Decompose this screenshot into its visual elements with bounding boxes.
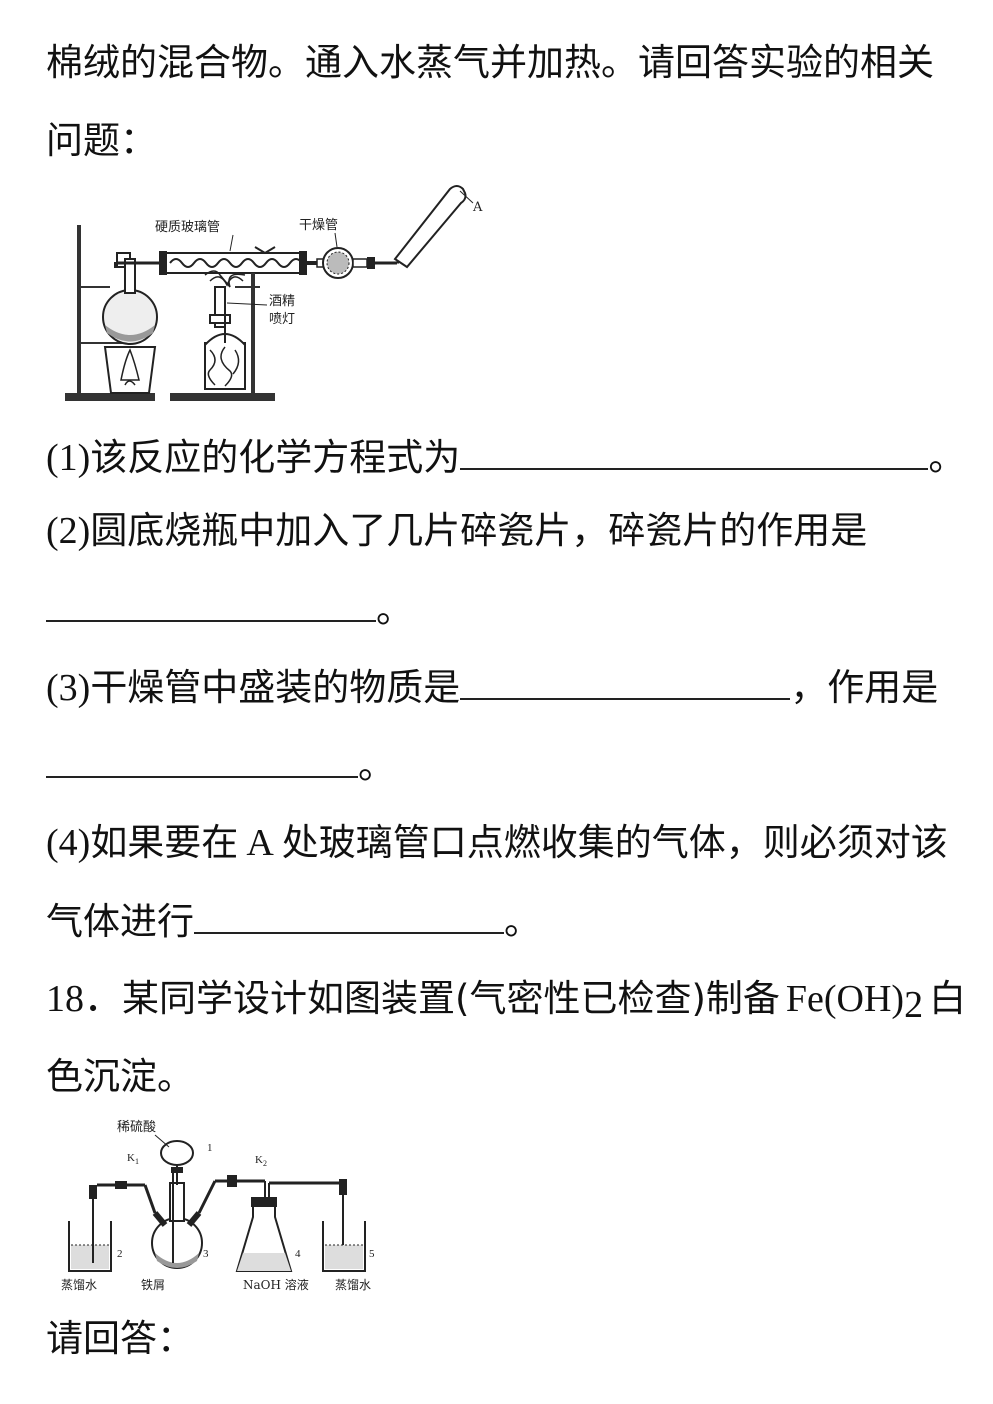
answer-blank-3a[interactable] [460, 668, 791, 700]
label-lamp-2: 喷灯 [269, 312, 295, 327]
question-18-text-a: 某同学设计如图装置(气密性已检查)制备 [122, 977, 780, 1020]
question-1-text: 该反应的化学方程式为 [90, 436, 461, 479]
question-2-answer-line: 。 [46, 590, 413, 628]
apparatus-figure-1: 硬质玻璃管 干燥管 A 酒精 喷灯 [65, 185, 483, 401]
label-A: A [472, 200, 483, 215]
question-18-formula: Fe(OH) [785, 978, 905, 1020]
question-1: (1)该反应的化学方程式为 。 [46, 438, 965, 477]
answer-prompt: 请回答： [46, 1317, 194, 1360]
intro-line-1: 棉绒的混合物。通入水蒸气并加热。请回答实验的相关 [46, 41, 934, 84]
question-3: (3)干燥管中盛装的物质是 ，作用是 [46, 668, 938, 707]
question-2-number: (2) [46, 510, 91, 552]
question-2-text: 圆底烧瓶中加入了几片碎瓷片，碎瓷片的作用是 [90, 509, 868, 552]
label-k2-sub: 2 [263, 1159, 267, 1168]
label-distilled-water-right: 蒸馏水 [335, 1278, 371, 1292]
question-18-text-b: 白 [929, 977, 967, 1020]
label-drying-tube: 干燥管 [299, 218, 338, 233]
question-1-number: (1) [46, 437, 91, 479]
label-dilute-sulfuric-acid: 稀硫酸 [117, 1120, 156, 1135]
question-1-end: 。 [928, 436, 966, 479]
question-2-end: 。 [376, 588, 413, 631]
label-number-5: 5 [369, 1248, 375, 1260]
label-hard-glass-tube: 硬质玻璃管 [155, 220, 220, 235]
label-number-1: 1 [207, 1142, 213, 1154]
answer-blank-4[interactable] [194, 902, 504, 934]
label-naoh-solution: NaOH 溶液 [243, 1277, 309, 1292]
label-number-2: 2 [117, 1248, 123, 1260]
question-18-subscript: 2 [904, 984, 924, 1026]
question-3-mid: ，作用是 [790, 666, 939, 709]
question-18-line-2: 色沉淀。 [46, 1055, 194, 1098]
label-k1-sub: 1 [135, 1157, 139, 1166]
question-4-text-b: 处玻璃管口点燃收集的气体，则必须对该 [281, 821, 948, 864]
answer-blank-1[interactable] [460, 438, 929, 470]
apparatus-figure-2: 稀硫酸 K 1 K 2 1 2 3 4 5 蒸馏水 铁屑 NaOH 溶液 蒸馏水 [61, 1120, 375, 1292]
question-3-end: 。 [358, 744, 395, 787]
label-k1: K [127, 1152, 135, 1164]
label-iron-filings: 铁屑 [141, 1278, 165, 1292]
intro-line-2: 问题： [46, 119, 157, 162]
question-3-number: (3) [46, 667, 91, 709]
label-k2: K [255, 1154, 263, 1166]
question-4-answer-line: 气体进行 。 [46, 902, 541, 940]
answer-blank-3b[interactable] [46, 746, 358, 778]
label-distilled-water-left: 蒸馏水 [61, 1278, 97, 1292]
question-3-text: 干燥管中盛装的物质是 [90, 666, 461, 709]
question-4-letter: A [246, 822, 274, 864]
label-number-3: 3 [203, 1248, 209, 1260]
question-4-number: (4) [46, 822, 91, 864]
question-4-end: 。 [504, 900, 541, 943]
question-3-answer-line: 。 [46, 746, 395, 784]
label-lamp-1: 酒精 [269, 294, 295, 309]
question-2: (2)圆底烧瓶中加入了几片碎瓷片，碎瓷片的作用是 [46, 512, 867, 550]
label-number-4: 4 [295, 1248, 301, 1260]
question-18-number: 18． [46, 978, 123, 1020]
answer-blank-2[interactable] [46, 590, 376, 622]
question-4-text-c: 气体进行 [46, 900, 194, 943]
question-4-text-a: 如果要在 [90, 821, 239, 864]
